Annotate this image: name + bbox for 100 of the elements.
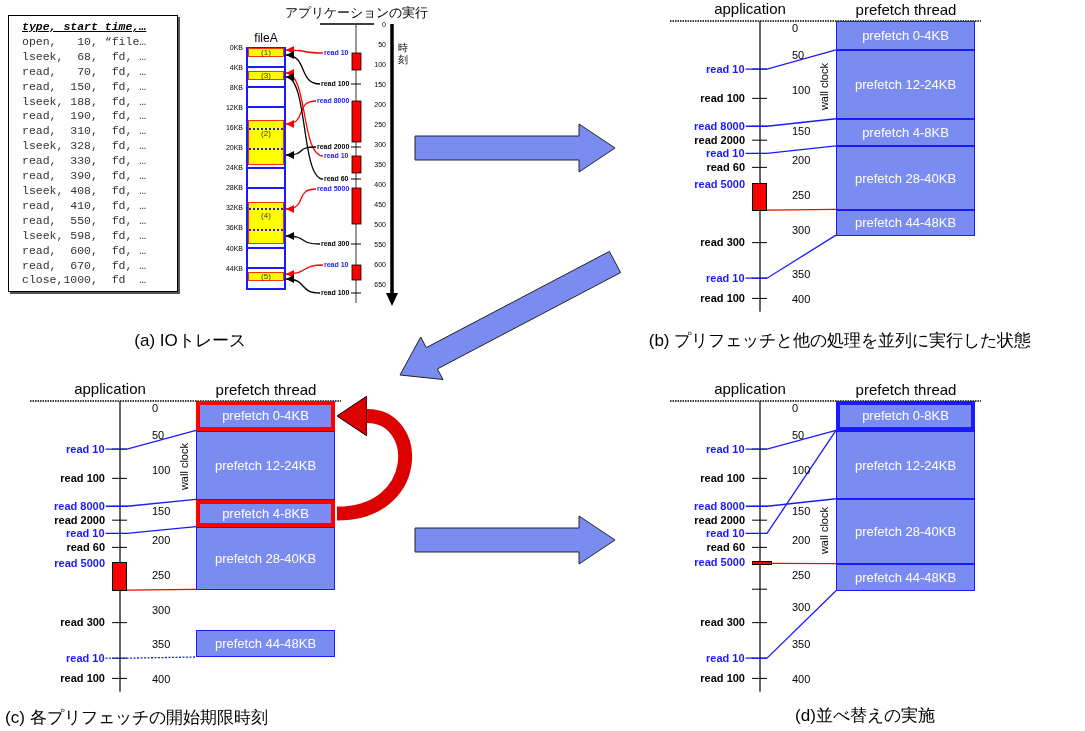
prefetch-box: prefetch 0-8KB bbox=[836, 401, 975, 431]
trace-line: read, 550, fd, … bbox=[22, 213, 147, 229]
read-label: read 2000 bbox=[54, 513, 105, 527]
read-label: read 300 bbox=[700, 616, 745, 630]
trace-line: lseek, 408, fd, … bbox=[22, 183, 147, 199]
prefetch-box: prefetch 28-40KB bbox=[196, 527, 335, 590]
connector-line bbox=[745, 118, 837, 127]
trace-line: lseek, 68, fd, … bbox=[22, 49, 147, 65]
tick-label: 400 bbox=[792, 293, 811, 307]
read-label: read 100 bbox=[700, 471, 745, 485]
prefetch-box: prefetch 12-24KB bbox=[196, 430, 335, 500]
time-bar bbox=[752, 561, 772, 566]
tick-label: 100 bbox=[792, 464, 811, 478]
connector-line bbox=[744, 145, 837, 155]
arrow bbox=[285, 100, 317, 128]
column-header: application bbox=[714, 0, 786, 17]
read-label: read 100 bbox=[60, 671, 105, 685]
arrow bbox=[285, 46, 324, 55]
connector-line bbox=[744, 234, 837, 279]
axis-title: アプリケーションの実行 bbox=[284, 4, 428, 20]
block-arrow bbox=[399, 250, 622, 380]
arrow bbox=[285, 275, 321, 294]
read-label: read 10 bbox=[706, 147, 745, 160]
tick-label: 200 bbox=[792, 153, 811, 167]
read-label: read 8000 bbox=[694, 500, 745, 513]
trace-line: read, 670, fd, … bbox=[22, 258, 147, 274]
panel-caption: (c) 各プリフェッチの開始期限時刻 bbox=[5, 707, 268, 729]
time-bar bbox=[752, 182, 767, 211]
column-header: prefetch thread bbox=[855, 0, 957, 18]
tick-label: 400 bbox=[152, 673, 171, 687]
tick-label: 50 bbox=[792, 429, 805, 443]
arrow bbox=[285, 71, 324, 157]
trace-line: lseek, 188, fd, … bbox=[22, 94, 147, 110]
panel-caption: (b) プリフェッチと他の処理を並列に実行した状態 bbox=[648, 330, 1032, 352]
arrow bbox=[285, 264, 324, 278]
tick-label: 0 bbox=[792, 401, 799, 415]
tick-label: 350 bbox=[792, 638, 811, 652]
read-label: read 10 bbox=[66, 443, 105, 456]
tick-label: 300 bbox=[792, 223, 811, 237]
axis-title: wall clock bbox=[178, 443, 191, 491]
trace-line: read, 190, fd, … bbox=[22, 109, 147, 125]
file-region: (3) bbox=[248, 71, 284, 80]
column-header: application bbox=[714, 379, 786, 397]
prefetch-box: prefetch 44-48KB bbox=[196, 630, 335, 658]
panel-caption: (d)並べ替えの実施 bbox=[795, 705, 935, 727]
connector-line bbox=[126, 588, 197, 591]
axis-title: 時刻 bbox=[398, 42, 409, 66]
tick-label: 150 bbox=[152, 505, 171, 519]
file-name: fileA bbox=[254, 31, 278, 45]
tick-label: 250 bbox=[792, 568, 811, 582]
read-label: read 2000 bbox=[694, 133, 745, 147]
column-header: prefetch thread bbox=[855, 380, 957, 398]
read-label: read 5000 bbox=[694, 556, 745, 569]
file-region: (5) bbox=[248, 272, 284, 281]
prefetch-box: prefetch 12-24KB bbox=[836, 50, 975, 120]
tick-label: 350 bbox=[792, 268, 811, 282]
trace-line: lseek, 328, fd, … bbox=[22, 139, 147, 155]
panel-caption: (a) IOトレース bbox=[134, 330, 246, 352]
tick-label: 200 bbox=[792, 533, 811, 547]
read-label: read 5000 bbox=[694, 177, 745, 190]
axis-title: wall clock bbox=[818, 507, 831, 555]
read-label: read 100 bbox=[700, 291, 745, 305]
connector-line bbox=[771, 562, 837, 565]
prefetch-box: prefetch 44-48KB bbox=[836, 209, 975, 236]
read-label: read 100 bbox=[60, 471, 105, 485]
axis-title: wall clock bbox=[818, 63, 831, 111]
tick-label: 50 bbox=[792, 49, 805, 63]
connector-line bbox=[104, 429, 197, 450]
trace-line: open, 10, “file… bbox=[22, 34, 147, 50]
read-label: read 300 bbox=[60, 616, 105, 630]
tick-label: 100 bbox=[792, 84, 811, 98]
column-header: application bbox=[74, 379, 146, 397]
time-bar bbox=[112, 562, 127, 591]
tick-label: 150 bbox=[792, 505, 811, 519]
arrow bbox=[285, 76, 324, 180]
trace-header: type, start time,… bbox=[22, 20, 147, 35]
prefetch-box: prefetch 28-40KB bbox=[836, 146, 975, 210]
block-arrow bbox=[414, 123, 616, 173]
trace-line: read, 310, fd, … bbox=[22, 124, 147, 140]
tick-label: 250 bbox=[792, 188, 811, 202]
tick-label: 50 bbox=[152, 429, 165, 443]
read-label: read 60 bbox=[706, 540, 745, 554]
read-label: read 10 bbox=[66, 652, 105, 665]
connector-line bbox=[744, 590, 837, 659]
prefetch-box: prefetch 0-4KB bbox=[836, 21, 975, 51]
prefetch-box: prefetch 12-24KB bbox=[836, 430, 975, 500]
file-region: (4) bbox=[248, 202, 284, 244]
arrow bbox=[285, 188, 317, 213]
tick-label: 200 bbox=[152, 533, 171, 547]
read-label: read 10 bbox=[706, 272, 745, 285]
tick-label: 0 bbox=[152, 401, 159, 415]
read-label: read 300 bbox=[700, 236, 745, 250]
arrow bbox=[285, 232, 321, 245]
read-label: read 60 bbox=[66, 540, 105, 554]
read-label: read 10 bbox=[706, 443, 745, 456]
arrow bbox=[285, 146, 317, 159]
trace-line: close,1000, fd … bbox=[22, 273, 147, 289]
file-region: (2) bbox=[248, 120, 284, 165]
connector-line bbox=[744, 429, 837, 450]
trace-line: read, 600, fd, … bbox=[22, 243, 147, 259]
